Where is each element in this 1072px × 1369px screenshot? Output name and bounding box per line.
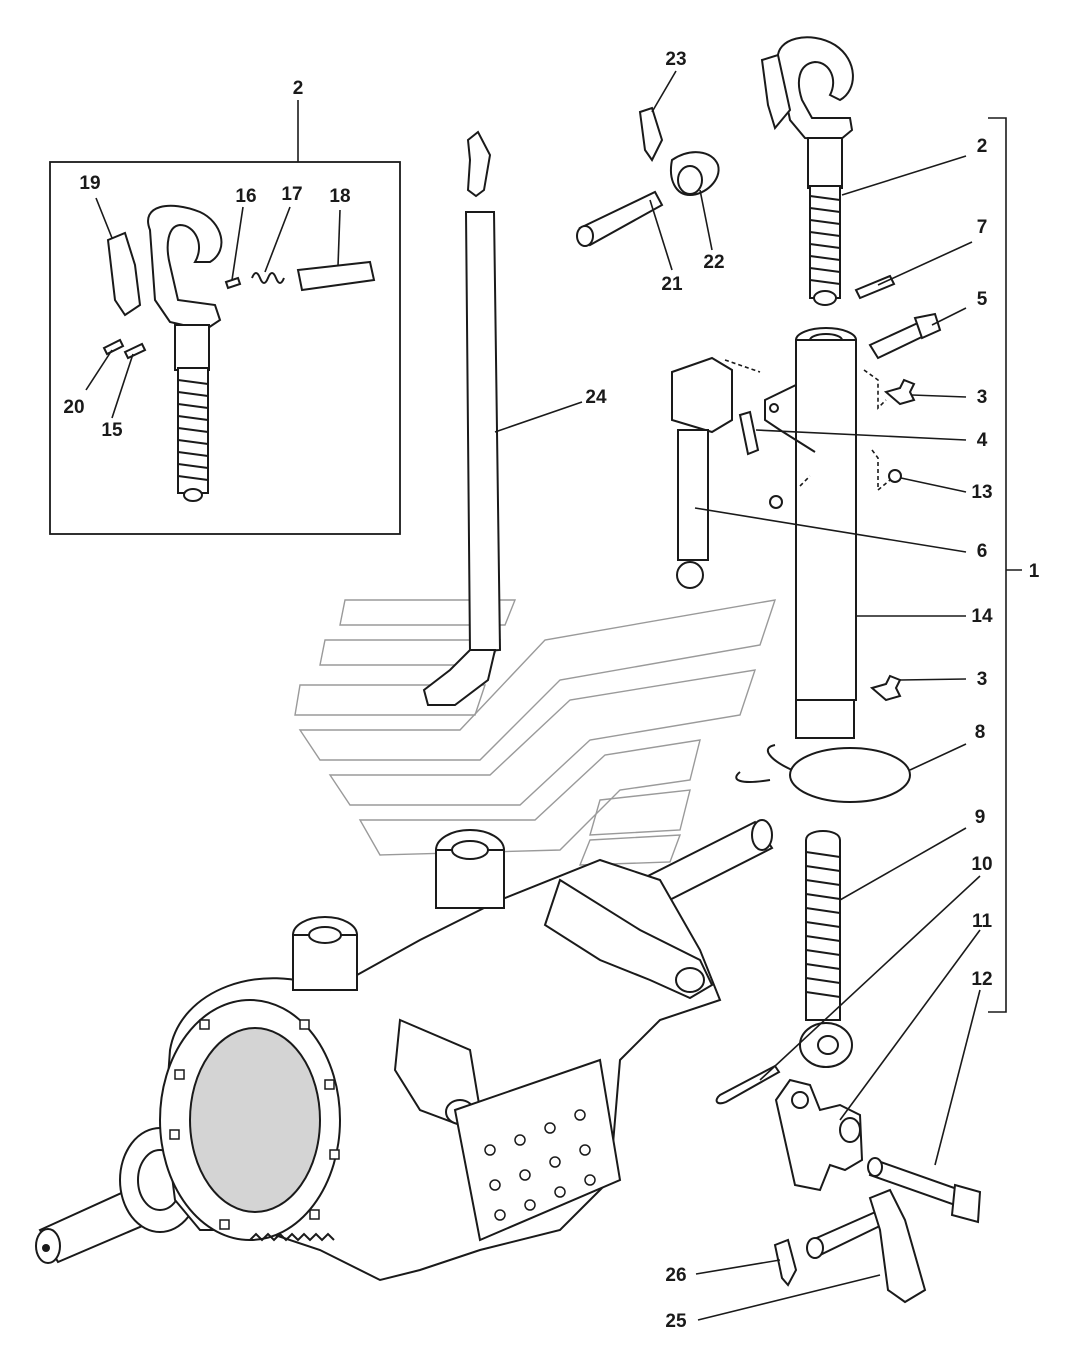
label-1: 1 — [1029, 561, 1040, 582]
transmission-housing — [35, 819, 774, 1282]
label-24: 24 — [585, 387, 607, 408]
label-2-inset: 2 — [293, 78, 304, 99]
watermark-logo — [294, 599, 777, 866]
label-21: 21 — [661, 274, 683, 295]
label-5: 5 — [977, 289, 988, 310]
inset-hook-assembly — [102, 204, 376, 502]
label-3-upper: 3 — [977, 387, 988, 408]
label-13: 13 — [971, 482, 992, 503]
split-pin-10 — [715, 1064, 781, 1105]
label-8: 8 — [975, 722, 986, 743]
callout-labels: 1 2 2 3 3 4 5 6 7 8 9 10 11 12 13 14 15 … — [63, 49, 1039, 1332]
label-20: 20 — [63, 397, 84, 418]
label-16: 16 — [235, 186, 256, 207]
label-26: 26 — [665, 1265, 686, 1286]
assembly-bracket — [988, 117, 1022, 1013]
label-11: 11 — [972, 911, 993, 932]
pin-7 — [854, 274, 896, 300]
clip-8 — [735, 744, 911, 803]
label-12: 12 — [971, 969, 992, 990]
nut-13 — [888, 469, 902, 483]
label-9: 9 — [975, 807, 986, 828]
clevis-11 — [774, 1078, 864, 1192]
label-22: 22 — [703, 252, 724, 273]
label-23: 23 — [665, 49, 686, 70]
lever-pin-25 — [806, 1188, 927, 1304]
chain-rod — [422, 130, 502, 706]
grease-fitting-lower — [869, 674, 902, 702]
threaded-rod-9 — [799, 830, 853, 1068]
detail-inset-frame — [49, 161, 401, 535]
label-6: 6 — [977, 541, 988, 562]
bolt-5 — [868, 312, 942, 360]
label-4: 4 — [977, 430, 988, 451]
label-18: 18 — [329, 186, 350, 207]
label-10: 10 — [971, 854, 992, 875]
handle-6 — [671, 356, 811, 589]
label-19: 19 — [79, 173, 100, 194]
pin-bush-clip — [576, 106, 720, 247]
label-3-lower: 3 — [977, 669, 988, 690]
label-7: 7 — [977, 217, 988, 238]
label-15: 15 — [101, 420, 123, 441]
grease-fitting-upper — [883, 378, 916, 406]
tube-14 — [764, 327, 857, 739]
clip-26 — [773, 1238, 798, 1287]
label-25: 25 — [665, 1311, 687, 1332]
top-hook — [760, 36, 854, 306]
leader-lines — [85, 70, 981, 1321]
label-17: 17 — [281, 184, 302, 205]
label-2-main: 2 — [977, 136, 988, 157]
pin-12 — [867, 1157, 982, 1224]
label-14: 14 — [971, 606, 993, 627]
